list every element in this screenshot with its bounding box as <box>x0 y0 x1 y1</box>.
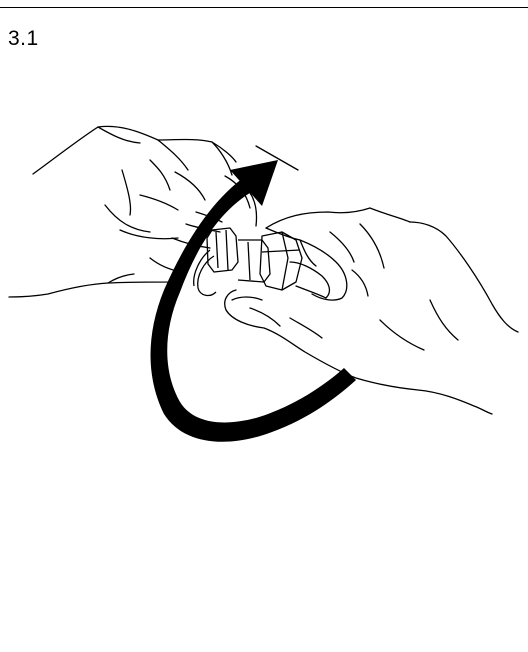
hose-fitting <box>194 228 302 295</box>
clockwise-rotation-arrow <box>151 146 357 442</box>
right-hand <box>225 208 518 414</box>
instruction-illustration <box>0 110 528 470</box>
step-number: 3.1 <box>8 27 39 51</box>
top-divider <box>0 7 528 8</box>
